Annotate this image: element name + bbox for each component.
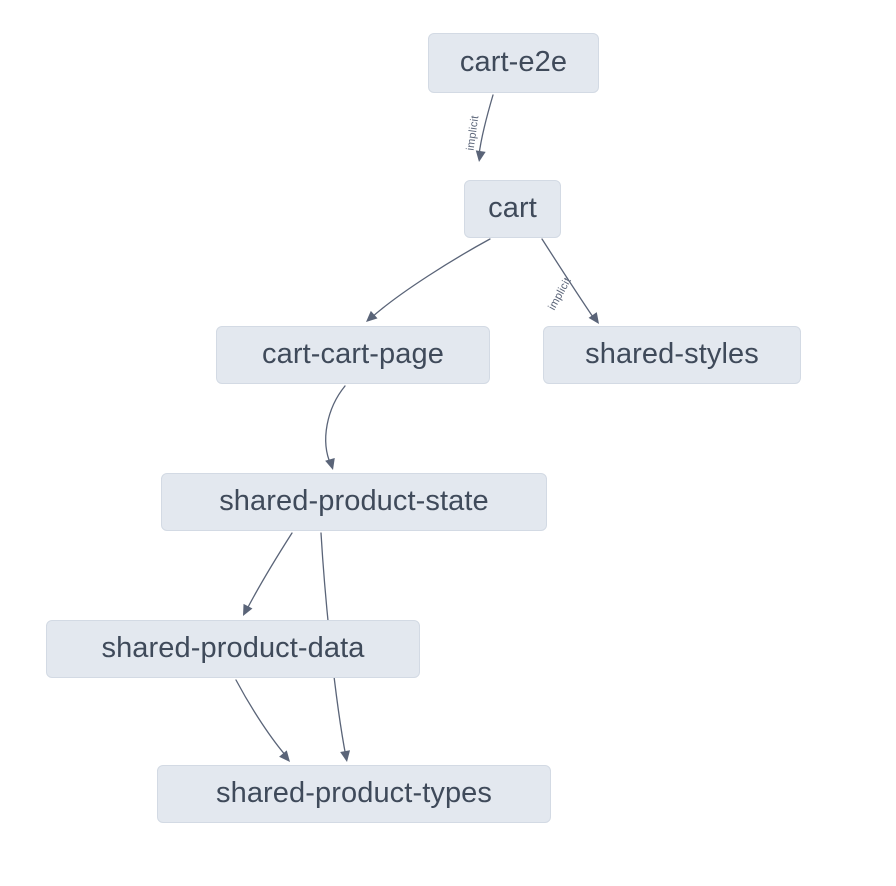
graph-arrowhead-cart-cart-page-to-shared-product-state [325, 458, 335, 470]
graph-node-label: cart [488, 191, 537, 224]
edge-label-cart-to-shared-styles: implicit [546, 275, 574, 313]
graph-edge-cart-cart-page-to-shared-product-state [325, 385, 346, 466]
graph-edge-cart-to-cart-cart-page [370, 238, 491, 319]
graph-edge-shared-product-state-to-shared-product-data [245, 532, 293, 612]
graph-arrowhead-shared-product-data-to-shared-product-types [279, 750, 290, 762]
graph-node-shared-product-data[interactable]: shared-product-data [46, 620, 420, 678]
graph-arrowhead-cart-to-cart-cart-page [366, 310, 378, 322]
graph-edge-shared-product-data-to-shared-product-types [235, 679, 288, 758]
edge-label-cart-e2e-to-cart: implicit [464, 114, 482, 152]
graph-arrowhead-cart-to-shared-styles [588, 312, 599, 324]
graph-node-cart[interactable]: cart [464, 180, 561, 238]
graph-node-label: shared-styles [585, 337, 759, 370]
graph-node-label: shared-product-data [101, 631, 365, 664]
graph-node-label: shared-product-state [219, 484, 489, 517]
graph-node-shared-product-types[interactable]: shared-product-types [157, 765, 551, 823]
graph-arrowhead-shared-product-state-to-shared-product-data [243, 603, 253, 616]
graph-node-cart-e2e[interactable]: cart-e2e [428, 33, 599, 93]
graph-node-label: cart-cart-page [262, 337, 444, 370]
graph-edge-cart-to-shared-styles [541, 238, 596, 321]
graph-node-cart-cart-page[interactable]: cart-cart-page [216, 326, 490, 384]
graph-node-label: shared-product-types [215, 776, 493, 809]
graph-arrowhead-shared-product-state-to-shared-product-types [340, 750, 351, 762]
graph-node-shared-styles[interactable]: shared-styles [543, 326, 801, 384]
graph-node-shared-product-state[interactable]: shared-product-state [161, 473, 547, 531]
graph-node-label: cart-e2e [459, 45, 568, 78]
graph-edge-cart-e2e-to-cart [478, 94, 494, 156]
graph-arrowhead-cart-e2e-to-cart [475, 150, 486, 162]
